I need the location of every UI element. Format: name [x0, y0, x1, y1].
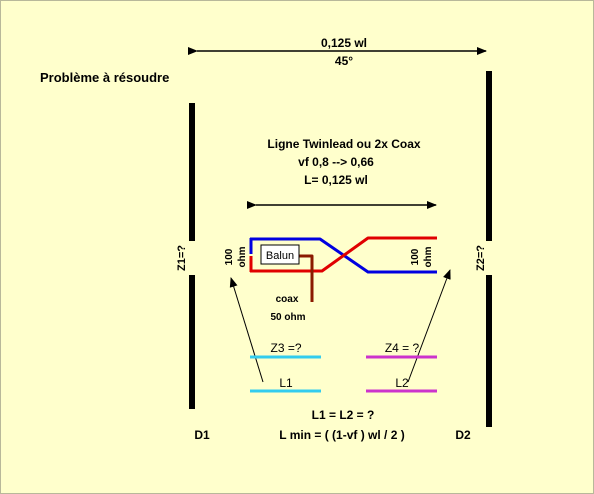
velocity-factor-label: vf 0,8 --> 0,66	[298, 155, 374, 169]
balun-box	[260, 244, 300, 265]
feed-line	[249, 236, 437, 302]
dipole-d1-upper	[189, 103, 195, 241]
page-title: Problème à résoudre	[40, 70, 169, 85]
length-equation: L1 = L2 = ?	[312, 408, 375, 422]
coax-impedance-label: 50 ohm	[270, 312, 305, 323]
top-span-length: 0,125 wl	[321, 36, 367, 50]
right-ohm-value: 100	[410, 248, 421, 265]
line-length-label: L= 0,125 wl	[304, 173, 368, 187]
top-span-angle: 45°	[335, 54, 353, 68]
z1-label: Z1=?	[176, 245, 188, 271]
length-formula: L min = ( (1-vf ) wl / 2 )	[279, 428, 404, 442]
right-ohm-unit: ohm	[423, 246, 434, 267]
z4-label: Z4 = ?	[385, 341, 420, 355]
left-ohm-value: 100	[224, 248, 235, 265]
z2-label: Z2=?	[475, 245, 487, 271]
dipole-d1-lower	[189, 275, 195, 409]
coax-label: coax	[276, 294, 299, 305]
dipole-d2-upper	[486, 71, 492, 241]
right-pointer-arrow	[407, 269, 451, 383]
l2-label: L2	[395, 376, 409, 390]
balun-label: Balun	[266, 250, 294, 262]
dipole-d2-lower	[486, 275, 492, 427]
left-pointer-arrow	[229, 277, 264, 383]
feed-wire-red	[250, 236, 437, 273]
z3-label: Z3 =?	[270, 341, 301, 355]
d1-label: D1	[194, 428, 210, 442]
line-type-label: Ligne Twinlead ou 2x Coax	[267, 137, 420, 151]
coax-cable	[294, 254, 314, 302]
d2-label: D2	[455, 428, 471, 442]
l1-label: L1	[279, 376, 293, 390]
left-ohm-unit: ohm	[237, 246, 248, 267]
